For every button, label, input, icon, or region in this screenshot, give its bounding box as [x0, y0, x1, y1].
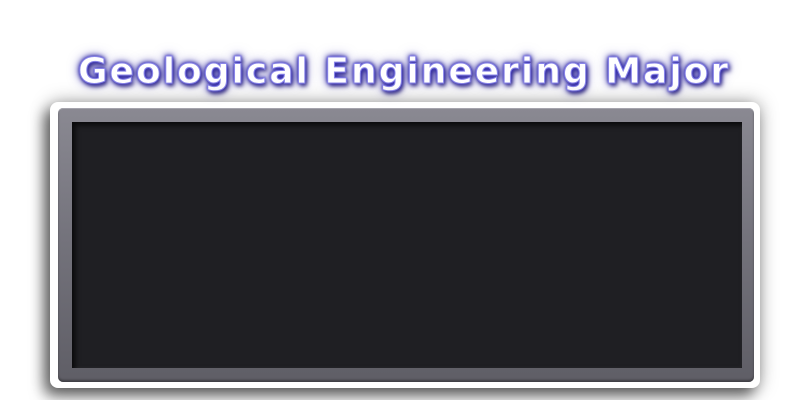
page-title: Geological Engineering Major [78, 51, 731, 93]
content-panel [72, 122, 742, 368]
